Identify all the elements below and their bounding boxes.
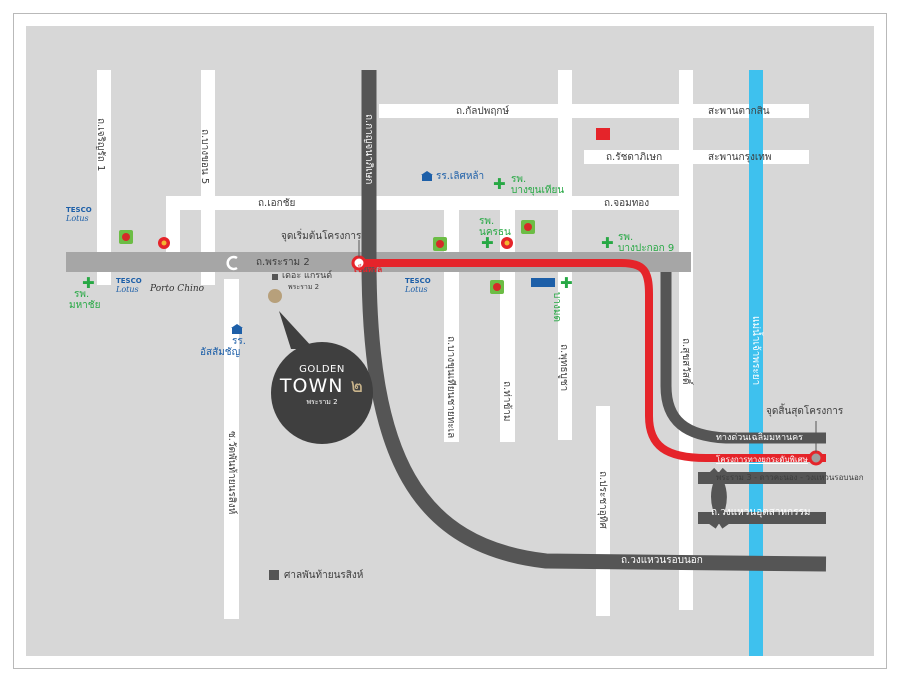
label-condo-sub: พระราม 2 xyxy=(288,283,320,291)
label-hosp-bkt-2: บางขุนเทียน xyxy=(511,185,565,196)
bubble-sub: พระราม 2 xyxy=(306,398,338,406)
location-map: ถ.เจริญรัถ 1 ถ.บางขอน 5 ถ.กาญจนาภิเษก ถ.… xyxy=(26,26,874,656)
hospital-cross-icon: ✚ xyxy=(601,234,614,252)
label-phutthabucha: ถ.พุทธบูชา xyxy=(558,344,569,392)
school-icon xyxy=(231,324,243,334)
label-thakham: ถ.ท่าข้าม xyxy=(501,381,512,422)
the-mall-logo xyxy=(596,128,610,140)
label-condo: เดอะ แกรนด์ xyxy=(282,271,333,281)
label-charan1: ถ.เจริญรัถ 1 xyxy=(95,118,106,172)
road-expressway xyxy=(660,272,826,444)
label-school-lertla: รร.เลิศหล้า xyxy=(436,171,485,182)
label-krungthep-bridge: สะพานกรุงเทพ xyxy=(708,152,772,163)
u-turn-icon xyxy=(226,255,238,271)
label-kanlapaphruek: ถ.กัลปพฤกษ์ xyxy=(456,106,510,117)
label-hosp-bangpakok-1: รพ. xyxy=(618,232,634,243)
label-pracha-uthit: ถ.ประชาอุทิศ xyxy=(597,471,608,529)
bubble-brand: TOWN ๒ xyxy=(279,375,365,397)
label-hosp-nakhon-1: รพ. xyxy=(479,216,495,227)
label-industrial-ring: ถ.วงแหวนอุตสาหกรรม xyxy=(711,507,811,518)
highways xyxy=(361,70,827,572)
school-icon xyxy=(421,171,433,181)
label-taksin-bridge: สะพานตากสิน xyxy=(708,106,770,117)
road-kanlapaphruek xyxy=(379,104,679,118)
central-icon xyxy=(158,237,170,249)
label-project-start: จุดเริ่มต้นโครงการ xyxy=(281,231,362,242)
label-hosp-bangpakok-2: บางปะกอก 9 xyxy=(618,243,675,254)
bubble-pointer xyxy=(279,311,314,349)
bubble-line1: GOLDEN xyxy=(299,364,345,375)
label-ekachai: ถ.เอกชัย xyxy=(258,198,296,209)
road-kanchanaphisek xyxy=(361,70,827,572)
road-ratchada xyxy=(584,150,694,164)
road-soi-wat xyxy=(224,279,239,619)
ramp-left xyxy=(707,467,727,529)
road-suksawat xyxy=(679,70,693,610)
homepro-logo xyxy=(531,278,555,287)
big-c-icon xyxy=(119,230,133,244)
label-ratchada: ถ.รัชดาภิเษก xyxy=(606,152,663,163)
porto-chino-logo: Porto Chino xyxy=(150,284,205,294)
big-c-icon xyxy=(490,280,504,294)
label-bangkhon5: ถ.บางขอน 5 xyxy=(199,129,210,185)
label-central-rama2: เซ็นทรัล xyxy=(354,265,383,274)
label-hosp-bkt-1: รพ. xyxy=(511,174,527,185)
central-icon xyxy=(501,237,513,249)
label-school-assumption-1: รร. xyxy=(232,336,246,347)
label-hosp-nakhon-2: นครธน xyxy=(479,227,511,238)
label-project-end: จุดสิ้นสุดโครงการ xyxy=(766,406,844,417)
road-ekachai-stub xyxy=(166,196,180,261)
big-c-icon xyxy=(433,237,447,251)
label-expressway: ทางด่วนเฉลิมมหานคร xyxy=(716,433,804,443)
label-kanchanaphisek-white: ถ.กาญจนาภิเษก xyxy=(363,114,374,185)
project-end-marker xyxy=(808,450,824,466)
shrine-icon xyxy=(269,570,279,580)
label-hosp-mahachai-2: มหาชัย xyxy=(69,300,101,311)
chao-phraya-river xyxy=(749,70,763,656)
label-soi-wat: ซ.วัดพันท้ายนรสิงห์ xyxy=(226,431,237,515)
road-network xyxy=(66,70,827,656)
golden-town-bubble: GOLDEN TOWN ๒ พระราม 2 xyxy=(271,342,373,444)
label-outer-ring: ถ.วงแหวนรอบนอก xyxy=(621,555,703,566)
label-project-line: โครงการทางยกระดับพิเศษ xyxy=(716,455,808,464)
road-charan1 xyxy=(97,70,111,285)
label-school-assumption-2: อัสสัมชัญ xyxy=(200,347,241,358)
label-shrine: ศาลพันท้ายนรสิงห์ xyxy=(284,570,364,581)
hospital-cross-icon: ✚ xyxy=(82,274,95,292)
label-hosp-bangmod: บางมด xyxy=(551,292,562,322)
label-chomthong: ถ.จอมทอง xyxy=(604,198,650,209)
condo-pin-icon xyxy=(268,289,282,303)
hospital-cross-icon: ✚ xyxy=(481,234,494,252)
condo-marker-icon xyxy=(272,274,278,280)
label-suksawat: ถ.สุขสวัสดิ์ xyxy=(680,338,691,385)
label-hosp-mahachai-1: รพ. xyxy=(74,289,90,300)
road-bangkhon5 xyxy=(201,70,215,285)
project-route-line xyxy=(359,259,826,462)
hospital-cross-icon: ✚ xyxy=(493,175,506,193)
ramp-right xyxy=(711,467,730,529)
label-project-route: พระราม 3 - ดาวคะนอง - วงแหวนรอบนอก xyxy=(716,473,864,482)
big-c-icon xyxy=(521,220,535,234)
label-rama2: ถ.พระราม 2 xyxy=(256,257,310,268)
label-bangkhunthian: ถ.บางขุนเทียนชายทะเล xyxy=(445,336,456,439)
hospital-cross-icon: ✚ xyxy=(560,274,573,292)
label-river: แม่น้ำเจ้าพระยา xyxy=(750,316,761,386)
